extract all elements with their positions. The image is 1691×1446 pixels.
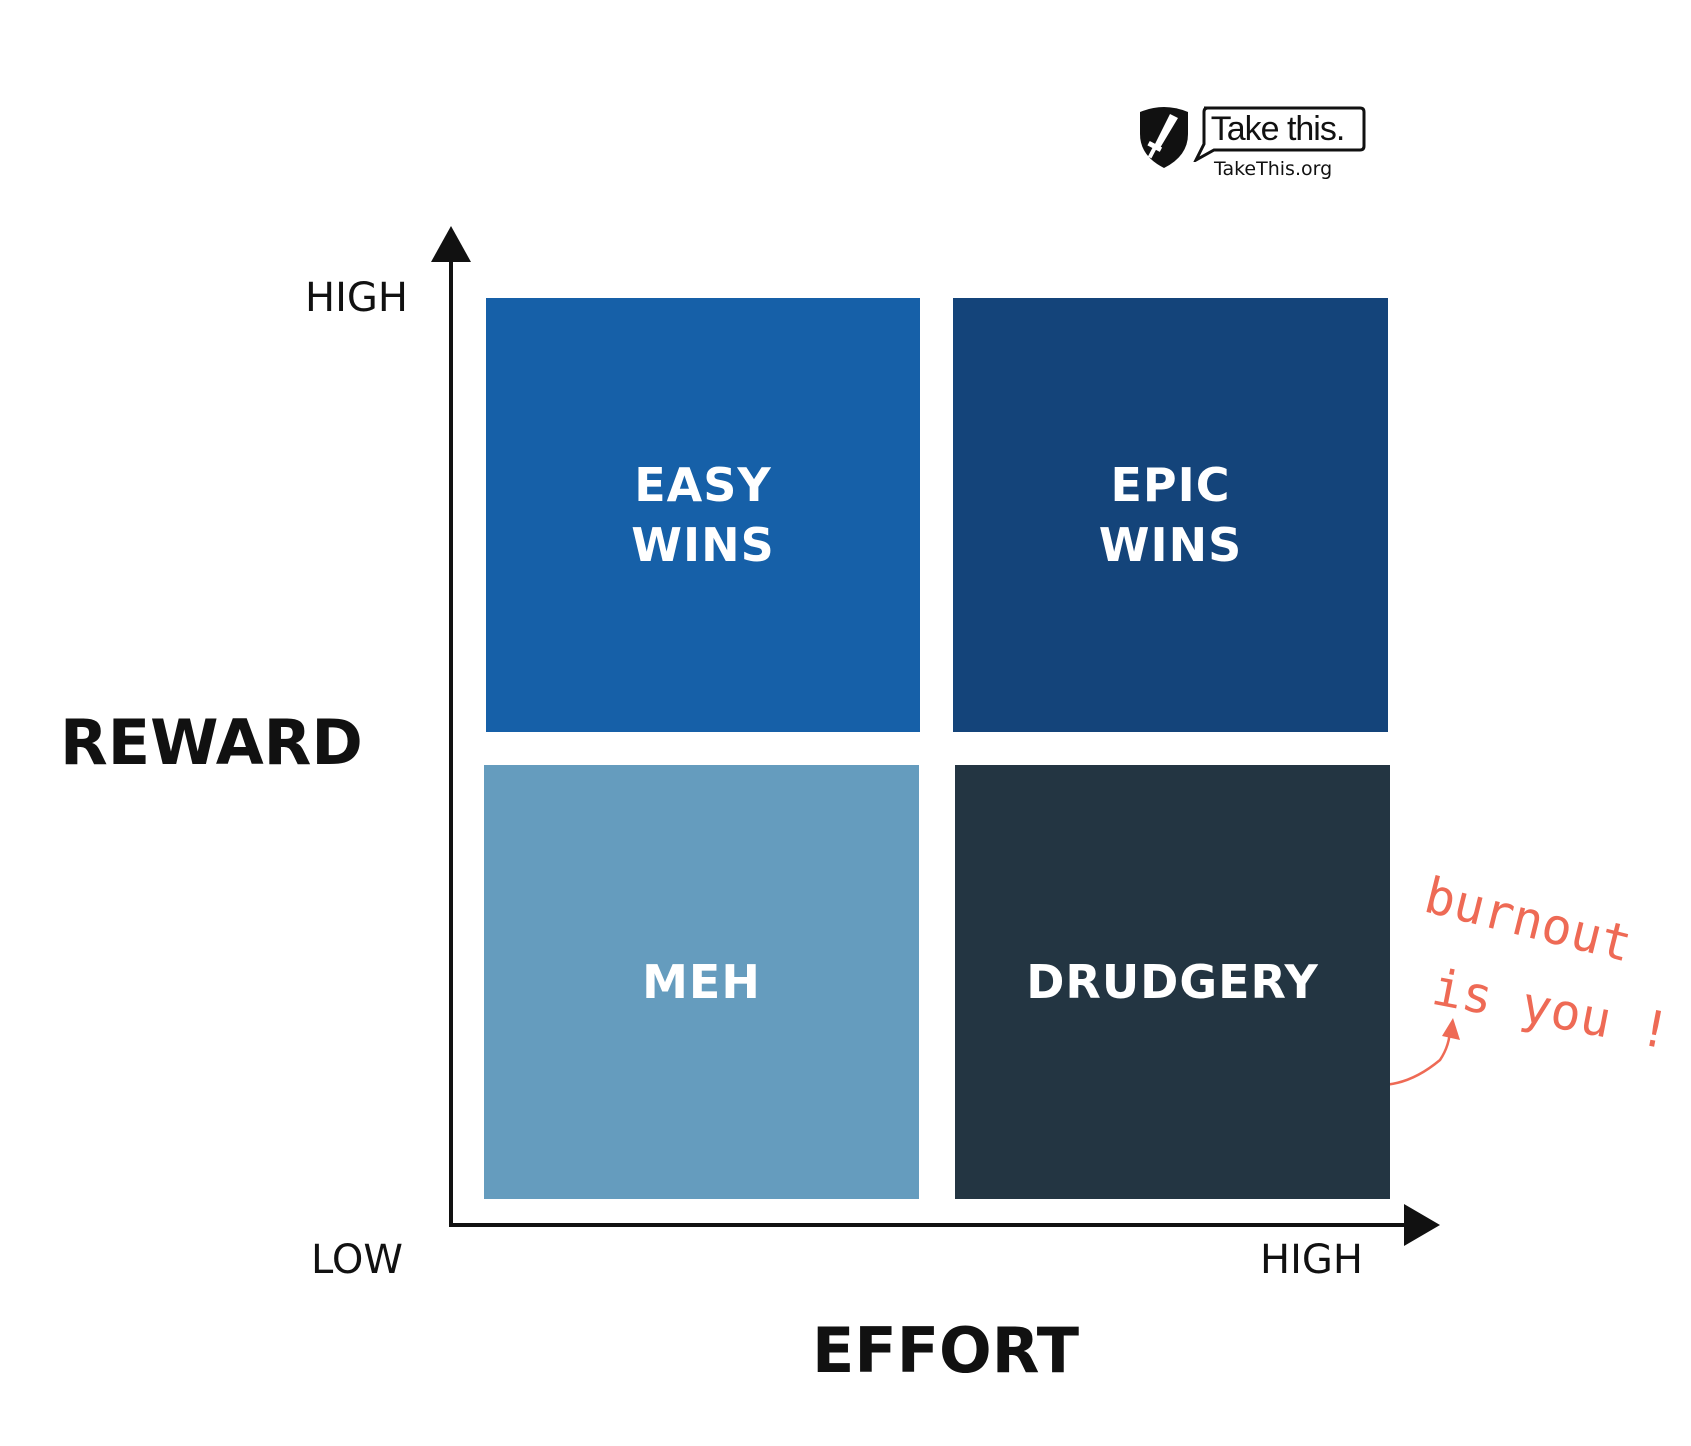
- quadrant-epic-wins-line1: EPIC: [1110, 458, 1231, 512]
- quadrant-epic-wins: EPIC WINS: [953, 298, 1388, 732]
- quadrant-meh: MEH: [484, 765, 919, 1199]
- shield-sword-icon: [1140, 107, 1188, 168]
- takethis-logo: Take this. TakeThis.org: [1136, 104, 1366, 184]
- x-axis-arrow: [1404, 1204, 1440, 1246]
- y-axis-title: REWARD: [60, 706, 363, 779]
- logo-wordmark: Take this.: [1210, 109, 1346, 148]
- x-axis-title: EFFORT: [812, 1314, 1080, 1387]
- quadrant-drudgery-label: DRUDGERY: [1026, 955, 1319, 1009]
- quadrant-easy-wins-line1: EASY: [634, 458, 772, 512]
- quadrant-epic-wins-line2: WINS: [1098, 518, 1243, 572]
- y-axis-arrow: [431, 226, 471, 262]
- quadrant-easy-wins-line2: WINS: [631, 518, 775, 572]
- quadrant-easy-wins: EASY WINS: [486, 298, 920, 732]
- x-axis-high-label: HIGH: [1260, 1237, 1363, 1283]
- quadrant-drudgery: DRUDGERY: [955, 765, 1390, 1199]
- speech-bubble-icon: [1193, 106, 1366, 162]
- annotation-arrowhead: [1442, 1018, 1460, 1040]
- y-axis-high-label: HIGH: [305, 275, 408, 321]
- quadrant-meh-label: MEH: [642, 955, 761, 1009]
- logo-url: TakeThis.org: [1214, 158, 1333, 180]
- x-axis-low-label: LOW: [311, 1237, 403, 1283]
